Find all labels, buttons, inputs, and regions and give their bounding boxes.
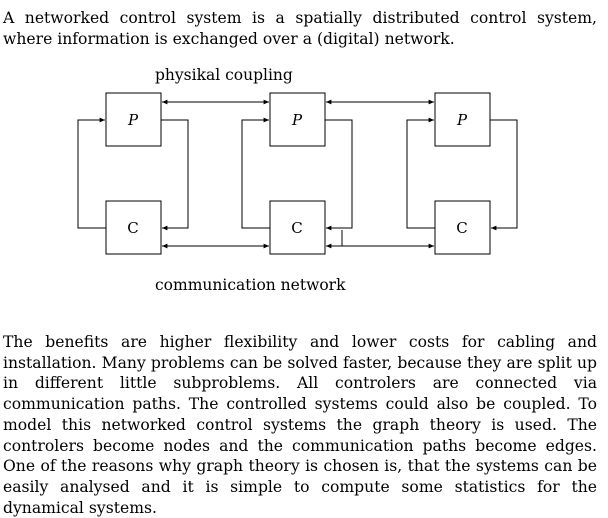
loop-2-plant-to-controller bbox=[325, 119, 353, 231]
communication-network-label: communication network bbox=[155, 276, 346, 294]
loop-3-controller-to-plant bbox=[406, 117, 435, 229]
controller-label-3: C bbox=[456, 219, 467, 237]
loop-3-plant-to-controller bbox=[490, 119, 518, 231]
plant-label-2: P bbox=[291, 111, 303, 129]
loop-1-plant-to-controller bbox=[161, 119, 189, 231]
body-paragraph: The benefits are higher flexibility and … bbox=[3, 333, 597, 517]
plant-label-3: P bbox=[456, 111, 468, 129]
loop-1-controller-to-plant bbox=[77, 117, 106, 229]
physical-coupling-label: physikal coupling bbox=[155, 66, 293, 84]
loop-2-controller-to-plant bbox=[241, 117, 270, 229]
plant-label-1: P bbox=[127, 111, 139, 129]
controller-label-1: C bbox=[127, 219, 138, 237]
controller-label-2: C bbox=[291, 219, 302, 237]
intro-paragraph: A networked control system is a spatiall… bbox=[3, 9, 597, 48]
networked-control-diagram: physikal coupling communication network … bbox=[77, 66, 518, 294]
